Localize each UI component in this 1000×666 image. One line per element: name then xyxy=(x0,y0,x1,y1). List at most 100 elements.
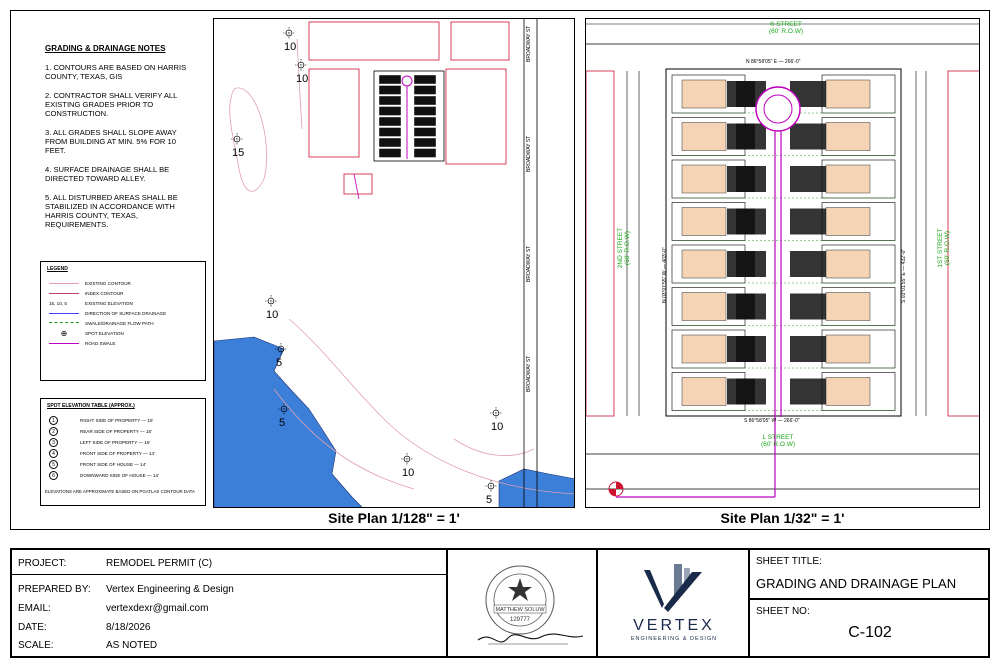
sheet-no-label: SHEET NO: xyxy=(756,606,810,617)
legend-swatch xyxy=(49,342,79,344)
driveway-hatch xyxy=(736,251,766,277)
spot-description: FRONT SIDE OF PROPERTY — 14' xyxy=(80,451,155,456)
sheet-title-cell: SHEET TITLE: GRADING AND DRAINAGE PLAN xyxy=(749,549,989,599)
spot-number: 5 xyxy=(49,460,58,469)
right-street-row: (60' R.O.W) xyxy=(944,230,951,266)
legend-label: INDEX CONTOUR xyxy=(85,290,124,296)
west-bearing: N 03°01'55" W — 403'-0" xyxy=(662,247,668,303)
contour-label: 5 xyxy=(279,417,286,429)
house-footprint xyxy=(825,79,871,109)
project-info: PROJECT: REMODEL PERMIT (C) PREPARED BY:… xyxy=(11,549,447,657)
house-footprint xyxy=(681,207,727,236)
east-bearing: S 03°01'55" E — 432'-0" xyxy=(901,248,907,303)
mini-lot xyxy=(378,148,402,158)
driveway-hatch xyxy=(790,166,820,192)
spot-table-row: 2 REAR SIDE OF PROPERTY — 15' xyxy=(49,426,199,437)
prepared-value: Vertex Engineering & Design xyxy=(106,584,234,595)
mini-lot xyxy=(413,116,437,127)
house-footprint xyxy=(681,377,727,406)
company-logo-cell: VERTEX ENGINEERING & DESIGN xyxy=(597,549,749,657)
spot-table-title: SPOT ELEVATION TABLE (APPROX.) xyxy=(47,403,135,409)
top-street-name: K STREET xyxy=(770,21,802,28)
logo-name: VERTEX xyxy=(633,617,715,634)
contour-label: 10 xyxy=(296,73,309,85)
left-street-label: 2ND STREET (60' R.O.W) xyxy=(617,208,631,288)
bottom-street-row: (60' R.O.W) xyxy=(760,441,796,448)
spot-number: 4 xyxy=(49,449,58,458)
driveway-hatch xyxy=(820,336,826,362)
legend-item: EXISTING CONTOUR xyxy=(49,278,199,288)
date-label: DATE: xyxy=(18,622,47,633)
legend-label: DIRECTION OF SURFACE DRAINAGE xyxy=(85,310,167,316)
house-footprint xyxy=(825,122,871,151)
driveway-hatch xyxy=(790,293,820,320)
email-label: EMAIL: xyxy=(18,603,51,614)
driveway-hatch xyxy=(790,123,820,150)
spot-number: 1 xyxy=(49,416,58,425)
house-footprint xyxy=(681,334,727,364)
driveway-hatch xyxy=(820,208,826,235)
project-label: PROJECT: xyxy=(18,558,67,569)
legend-label: ROAD SWALE xyxy=(85,340,116,346)
driveway-hatch xyxy=(820,251,826,277)
contour-label: 10 xyxy=(266,309,279,321)
project-value: REMODEL PERMIT (C) xyxy=(106,558,213,569)
house-footprint xyxy=(681,292,727,321)
legend-label: SWALE/DRAINAGE FLOW PATH xyxy=(85,320,154,326)
driveway-hatch xyxy=(736,378,766,405)
sheet-number-cell: SHEET NO: C-102 xyxy=(749,599,989,657)
legend-swatch xyxy=(49,322,79,324)
vertex-logo: VERTEX ENGINEERING & DESIGN xyxy=(631,564,717,642)
spot-number: 3 xyxy=(49,438,58,447)
driveway-hatch xyxy=(736,336,766,362)
bottom-street-label: L STREET (60' R.O.W) xyxy=(738,434,818,448)
spot-description: DOWNWARD SIDE OF HOUSE — 14' xyxy=(80,473,159,478)
house-footprint xyxy=(681,249,727,279)
legend-swatch xyxy=(49,282,79,284)
top-street-row: (60' R.O.W) xyxy=(768,28,804,35)
left-street-name: 2ND STREET xyxy=(617,227,624,269)
contour-label: 10 xyxy=(402,467,415,479)
legend-swatch xyxy=(49,312,79,314)
driveway-hatch xyxy=(790,251,820,277)
right-street-label: 1ST STREET (60' R.O.W) xyxy=(937,208,951,288)
logo-tagline: ENGINEERING & DESIGN xyxy=(631,636,717,642)
mini-lot xyxy=(378,85,402,95)
house-footprint xyxy=(825,292,871,321)
top-street-label: K STREET (60' R.O.W) xyxy=(746,21,826,35)
engineer-seal: MATTHEW SOLUW 129777 xyxy=(477,565,584,645)
title-block: PROJECT: REMODEL PERMIT (C) PREPARED BY:… xyxy=(10,548,990,658)
mini-lot xyxy=(413,148,437,158)
seal-name: MATTHEW SOLUW xyxy=(495,607,545,613)
mini-lot xyxy=(413,127,437,137)
contour-label: 5 xyxy=(276,357,283,369)
driveway-hatch xyxy=(820,293,826,320)
prepared-label: PREPARED BY: xyxy=(18,584,91,595)
driveway-hatch xyxy=(790,378,820,405)
sheet-title-label: SHEET TITLE: xyxy=(756,556,822,567)
scale-value: AS NOTED xyxy=(106,640,158,651)
site-plan-small-title: Site Plan 1/128" = 1' xyxy=(328,510,460,526)
driveway-hatch xyxy=(820,81,826,107)
street-name-label: BROADWAY ST xyxy=(526,25,532,62)
date-value: 8/18/2026 xyxy=(106,622,151,633)
engineer-seal-cell: MATTHEW SOLUW 129777 xyxy=(447,549,597,657)
seal-number: 129777 xyxy=(510,617,531,623)
spot-description: REAR SIDE OF PROPERTY — 15' xyxy=(80,429,152,434)
driveway-hatch xyxy=(790,336,820,362)
mini-lot xyxy=(413,95,437,106)
mini-lot xyxy=(378,137,402,148)
spot-table-row: 4 FRONT SIDE OF PROPERTY — 14' xyxy=(49,448,199,459)
legend-item: ⊕SPOT ELEVATION xyxy=(49,328,199,338)
scale-label: SCALE: xyxy=(18,640,54,651)
note-item: 4. SURFACE DRAINAGE SHALL BE DIRECTED TO… xyxy=(45,165,170,183)
legend-item: INDEX CONTOUR xyxy=(49,288,199,298)
spot-number: 2 xyxy=(49,427,58,436)
south-bearing: S 86°58'05" W — 266'-0" xyxy=(744,418,800,424)
